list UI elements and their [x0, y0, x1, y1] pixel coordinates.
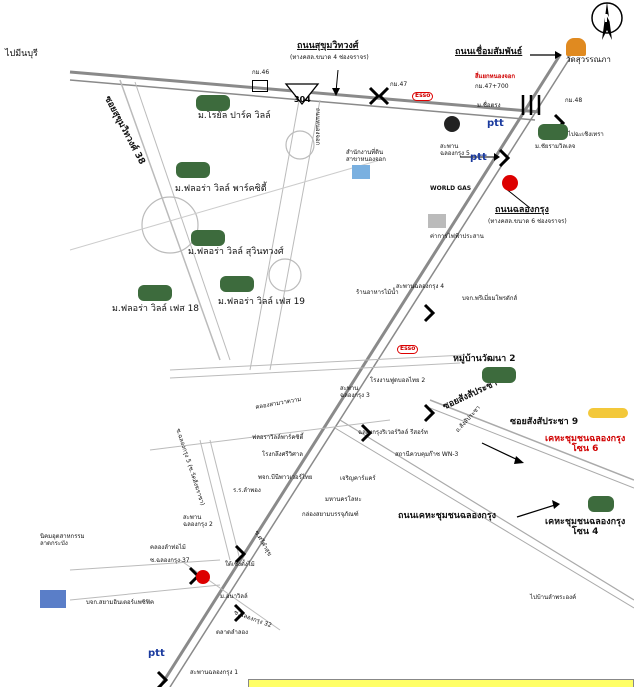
village-icon: [220, 276, 254, 292]
chaiyaram-label: ม.ชัยรามวิลเลจ: [535, 143, 576, 150]
khlong-lamtho-label: คลองลำท่อไม้: [150, 544, 186, 551]
chalong-krung-road: [158, 54, 562, 687]
shell-icon: [502, 175, 518, 191]
building-icon: [352, 165, 370, 179]
km47b-label: กม.47+700: [475, 83, 509, 90]
taichet-label: ใต้เชิงตั้งไม้: [225, 561, 255, 568]
lathe-label: โรงกลึงศรีวิศาล: [262, 451, 303, 458]
chalong-krung-label: ถนนฉลองกรุง: [495, 205, 549, 215]
sukhumvit-road-label: ถนนสุขุมวิทวงศ์: [297, 41, 359, 51]
sukhumvit-road-sub: (ทางคสล.ขนาด 4 ช่องจราจร): [290, 54, 369, 61]
esso-label-1: Esso: [412, 92, 434, 101]
estate-sign-icon: [588, 408, 628, 418]
nongchok-road-label: ถนนหนองจอก: [314, 108, 321, 146]
beenee-label: พจก.บีนีพาวเวอร์ไทย: [258, 474, 313, 481]
bridge3-label: สะพาน ฉลองกรุง 3: [340, 385, 370, 399]
factory-icon: [40, 590, 66, 608]
km46-label: กม.46: [252, 69, 270, 76]
ptt-label-3: ptt: [148, 648, 165, 659]
ptt-label-2: ptt: [470, 152, 487, 163]
world-gas-label: WORLD GAS: [430, 185, 472, 192]
to-chachoengsao-label: ไปฉะเชิงเทรา: [568, 131, 604, 138]
royal-park-label: ม.โรยัล ปาร์ค วิลล์: [198, 111, 271, 121]
station-icon: [444, 116, 460, 132]
flora-park-city-label: ม.ฟลอร่า วิลล์ พาร์คซิตี้: [175, 184, 267, 194]
bridge2-label: สะพาน ฉลองกรุง 2: [183, 514, 213, 528]
crossing-label: สี่แยกหนองจอก: [475, 73, 516, 80]
temple-icon: [566, 38, 586, 56]
carcare-label: เจริญคาร์แคร์: [340, 475, 376, 482]
village-icon: [138, 285, 172, 301]
power-sub-label: ค่าการไฟฟ้าประสาน: [430, 233, 484, 240]
premium-label: บจก.พรีเมี่ยมโพรดักส์: [462, 295, 518, 302]
shell-icon-2: [196, 570, 210, 584]
siam-inter-label: บจก.สยามอินเตอร์แพซิฟิค: [86, 599, 155, 606]
to-lamphak-label: ไปบ้านลำพระองค์: [530, 594, 577, 601]
bridge4-label: สะพานฉลองกรุง 4: [396, 283, 445, 290]
estate4-label: เคหะชุมชนฉลองกรุง โซน 4: [545, 517, 626, 537]
bridge1-label: สะพานฉลองกรุง 1: [190, 669, 239, 676]
legend-box: [248, 679, 634, 687]
village-icon: [176, 162, 210, 178]
ptt-label-1: ptt: [487, 118, 504, 129]
esso-label-2: Esso: [397, 345, 419, 354]
village-icon: [191, 230, 225, 246]
flora-19-label: ม.ฟลอร่า วิลล์ เฟส 19: [218, 297, 306, 307]
svg-text:N: N: [604, 12, 613, 25]
gas-station-label: สถานีควบคุมก๊าซ WN-3: [395, 451, 459, 458]
km48-label: กม.48: [565, 97, 583, 104]
estate6-label: เคหะชุมชนฉลองกรุง โซน 6: [545, 434, 626, 454]
flora-park-label: ฟลอราวิลล์พาร์คซิตี้: [252, 434, 304, 441]
market-label: ตลาดลำลอง: [216, 629, 249, 636]
temple-label: วัดสุวรรณภา: [566, 55, 611, 64]
north-arrow-icon: N: [587, 0, 627, 48]
bridge5-label: สะพาน ฉลองกรุง 5: [440, 143, 470, 157]
km47-label: กม.47: [390, 81, 408, 88]
siam-box-label: กล่องสยามบรรจุภัณฑ์: [302, 511, 359, 518]
school-label: ร.ร.ลำพอง: [233, 487, 261, 494]
km46-icon: [252, 80, 268, 92]
restaurant-label: ร้านอาหารไม้น้ำ: [356, 289, 399, 296]
village-icon: [196, 95, 230, 111]
village-icon: [538, 124, 568, 140]
land-office-label: สำนักงานที่ดิน สาขาหนองจอก: [346, 149, 386, 163]
factory-label: โรงงานฟูดบอลไทย 2: [370, 377, 426, 384]
svg-text:304: 304: [294, 95, 311, 104]
estate-road-label: ถนนเคหะชุมชนฉลองกรุง: [398, 511, 497, 521]
watthana-label: หมู่บ้านวัฒนา 2: [453, 354, 516, 364]
chueam-samphan-label: ถนนเชื่อมสัมพันธ์: [455, 47, 523, 57]
flora-sukhumvit-label: ม.ฟลอร่า วิลล์ สุวินทวงศ์: [188, 247, 284, 257]
soi-9-label: ซอยสังสัประชา 9: [510, 417, 579, 427]
building-icon: [428, 214, 446, 228]
mahanakhon-label: มหานครโลหะ: [325, 496, 362, 503]
route-304-icon: 304: [284, 82, 320, 110]
industrial-label: นิคมอุตสาหกรรม ลาดกระบัง: [40, 533, 85, 547]
chalong-krung-sub: (ทางคสล.ขนาด 6 ช่องจราจร): [488, 218, 567, 225]
village-icon: [588, 496, 614, 512]
village-icon: [482, 367, 516, 383]
anaville-label: ม.อนาวิลล์: [220, 593, 248, 600]
to-minburi-label: ไปมีนบุรี: [5, 49, 38, 59]
soi-37-label: ซ.ฉลองกรุง 37: [150, 557, 190, 564]
chit-chong-label: ม.ชื่อตรง: [477, 102, 501, 109]
flora-18-label: ม.ฟลอร่า วิลล์ เฟส 18: [112, 304, 200, 314]
resort-label: ฉลองกรุงริเวอร์วิลล์ รีสอร์ท: [358, 429, 428, 436]
